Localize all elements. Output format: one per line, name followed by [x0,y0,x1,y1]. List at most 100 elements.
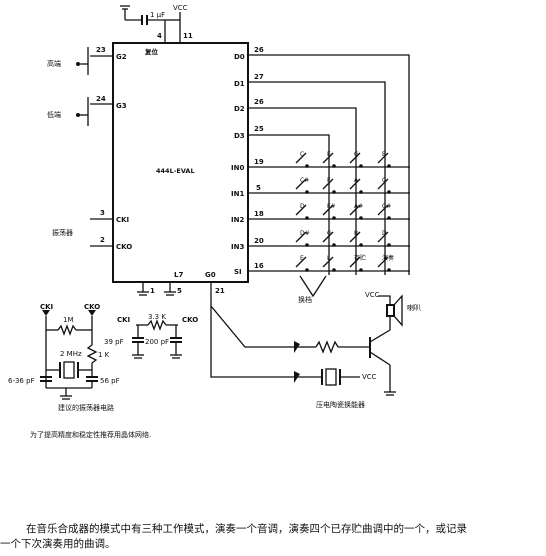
body-paragraph: 在音乐合成器的模式中有三种工作模式，演奏一个音调，演奏四个已存贮曲调中的一个，或… [0,522,546,552]
rc-r-label: 3.3 K [148,313,166,321]
pin-num-in2: 18 [254,210,264,218]
key-switch-contact [387,216,391,220]
xtal-caption: 建议的振荡器电路 [58,403,114,412]
pin-name-l7: L7 [174,271,183,279]
chip-top-label: 复位 [144,47,159,56]
key-switch [295,256,307,268]
key-switch-contact [359,190,363,194]
pin-num-d2: 26 [254,98,264,106]
pin-num-bottom-0: 1 [150,287,155,295]
key-switch [322,256,334,268]
key-switch [349,256,361,268]
key-label: 演奏 [382,254,394,262]
pin-num-si: 16 [254,262,264,270]
key-switch [322,231,334,243]
pin-num-in0: 19 [254,158,264,166]
key-label: B [354,230,358,237]
pin-num-bottom-1: 5 [177,287,182,295]
key-switch-contact [332,164,336,168]
key-label: F# [327,203,335,210]
pin-num-g2: 23 [96,46,106,54]
paragraph-line-2: 一个下次演奏用的曲调。 [0,538,116,550]
piezo-caption: 压电陶瓷换能器 [316,400,365,409]
key-switch [295,231,307,243]
pin-name-g2: G2 [116,53,127,61]
key-switch-contact [305,268,309,272]
key-switch [322,178,334,190]
xtal-cki-label: CKI [40,303,53,311]
pin-num-d0: 26 [254,46,264,54]
xtal-freq-label: 2 MHz [60,350,82,358]
key-label: C [382,177,386,184]
chip-name: 444L-EVAL [156,167,195,175]
key-label: A [354,177,359,184]
pin-num-in1: 5 [256,184,261,192]
footnote: 为了提高精度和稳定性推荐用晶体网络. [30,431,152,439]
rc-c1-label: 39 pF [104,338,124,346]
key-label: E [327,151,331,158]
key-label: G [327,230,332,237]
pin-name-d1: D1 [234,80,245,88]
pin-name-si: SI [234,268,242,276]
key-switch-contact [332,243,336,247]
pin-name-in2: IN2 [231,216,244,224]
pin-num-d3: 25 [254,125,264,133]
ic-chip-body [112,42,249,283]
xtal-r2-label: 1 K [98,351,110,359]
key-label: C# [382,203,391,210]
key-switch-contact [305,243,309,247]
key-switch [377,204,389,216]
key-switch-contact [305,216,309,220]
key-switch [322,204,334,216]
key-label: A# [354,203,363,210]
key-switch-contact [305,164,309,168]
pin-num-in3: 20 [254,237,264,245]
pin-name-g0: G0 [205,271,216,279]
key-switch [295,152,307,164]
xtal-r1-label: 1M [63,316,74,324]
key-switch-contact [387,243,391,247]
pin-ext-g2: 高端 [47,59,61,68]
key-switch-contact [387,268,391,272]
key-switch-contact [359,243,363,247]
pin-num-top-0: 4 [157,32,162,40]
pin-name-d3: D3 [234,132,245,140]
key-switch [377,231,389,243]
key-label: G [354,151,359,158]
schematic-diagram: 复位 444L-EVAL 1 μF VCC 4 11 23 G2 高端 24 G… [8,4,421,412]
key-switch [349,178,361,190]
pin-name-in3: IN3 [231,243,244,251]
pin-name-cki: CKI [116,216,129,224]
key-switch-contact [305,190,309,194]
pin-name-cko: CKO [116,243,132,251]
rc-cki-label: CKI [117,316,130,324]
key-switch [349,204,361,216]
key-switch [349,152,361,164]
output-vcc-label: VCC [365,291,380,299]
rc-cko-label: CKO [182,316,198,324]
key-switch-contact [387,190,391,194]
pin-num-cki: 3 [100,209,105,217]
key-switch-contact [359,268,363,272]
xtal-cko-label: CKO [84,303,100,311]
pin-ext-osc: 振荡器 [52,228,73,237]
key-label: L [327,255,331,262]
key-switch-contact [359,216,363,220]
pin-ext-g3: 低端 [47,110,61,119]
key-label: C [300,151,304,158]
key-switch [295,178,307,190]
key-switch-contact [332,216,336,220]
top-cap-label: 1 μF [150,11,165,19]
key-switch [377,256,389,268]
key-label: D# [300,230,310,237]
key-label: 存贮 [354,254,366,262]
keyboard-mode-label: 换档 [298,295,312,304]
pin-name-g3: G3 [116,102,127,110]
key-label: D [300,203,305,210]
left-pins: 23 G2 高端 24 G3 低端 3 CKI 2 CKO 振荡器 [47,46,132,251]
key-label: C# [300,177,309,184]
top-vcc-label: VCC [173,4,188,12]
speaker-label: 喇叭 [407,303,421,312]
key-label: D [382,230,387,237]
xtal-c1-label: 6-36 pF [8,377,35,385]
